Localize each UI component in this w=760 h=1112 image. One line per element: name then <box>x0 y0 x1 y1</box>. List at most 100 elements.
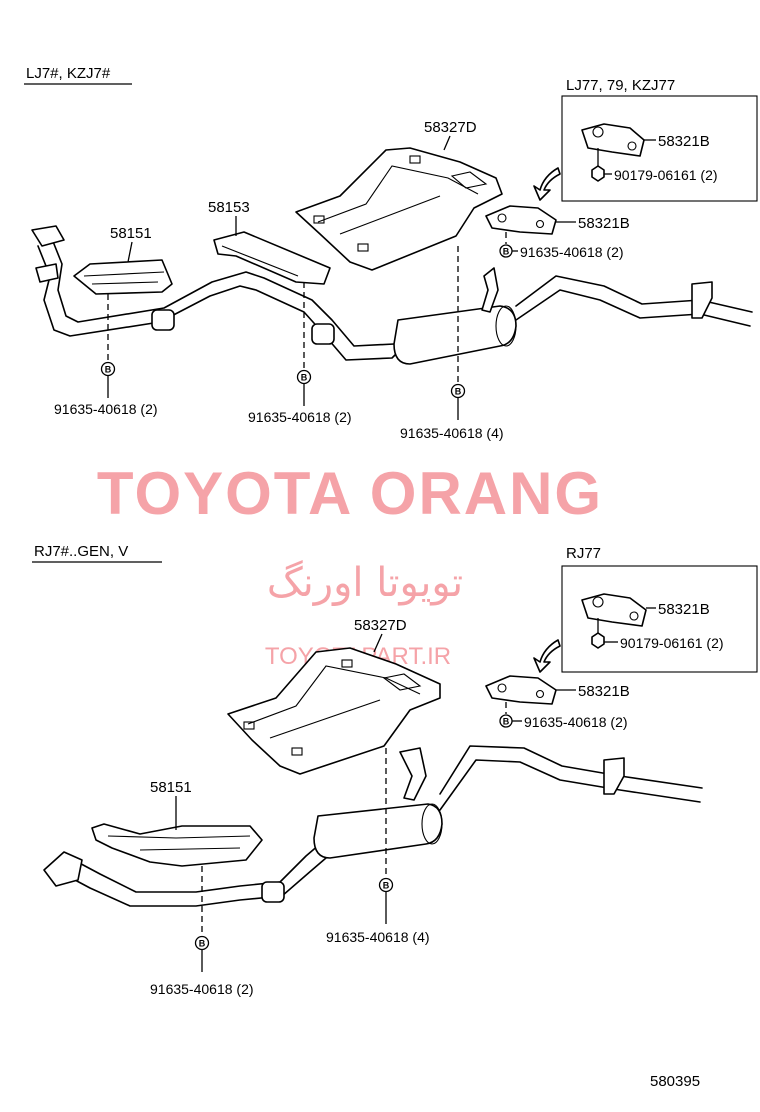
top-section: LJ7#, KZJ7# LJ77, 79, KZJ77 58321B 90179… <box>24 65 758 441</box>
top-58327d-label: 58327D <box>424 119 477 136</box>
bottom-58327d-leader <box>373 633 383 653</box>
top-bracket-hole <box>497 213 507 223</box>
bottom-insulator-58327d <box>227 647 441 775</box>
bottom-inset-nut-label: 90179-06161 (2) <box>620 635 724 651</box>
top-pipe-flange <box>31 225 65 247</box>
top-exhaust-pipe <box>37 245 401 361</box>
top-model-label: LJ7#, KZJ7# <box>26 65 111 82</box>
bottom-muffler <box>313 803 443 859</box>
bottom-insulator-slot <box>341 659 353 668</box>
bottom-insulator-tab <box>382 673 422 691</box>
bolt-symbol: B <box>383 881 390 891</box>
top-insulator-58327d <box>295 147 503 271</box>
bottom-insulator-slot <box>243 721 255 730</box>
bottom-inset-box <box>561 565 758 673</box>
bolt-symbol: B <box>503 717 510 727</box>
top-58321b-label: 58321B <box>578 215 630 232</box>
bottom-inset-bracket-hole <box>592 596 604 608</box>
top-insulator-slot <box>357 243 369 252</box>
bolt-symbol: B <box>199 939 206 949</box>
bolt-symbol: B <box>503 247 510 257</box>
top-tail-pipe-edge <box>515 275 753 313</box>
bottom-pipe-clamp <box>261 881 285 903</box>
bottom-insulator-slot <box>291 747 303 756</box>
top-inset-nut <box>591 165 605 182</box>
top-58151-label: 58151 <box>110 225 152 242</box>
top-hanger <box>481 267 499 313</box>
top-58153-label: 58153 <box>208 199 250 216</box>
bolt-symbol: B <box>301 373 308 383</box>
bottom-model-label: RJ7#..GEN, V <box>34 543 128 560</box>
bottom-58151-fold <box>107 835 251 839</box>
top-muffler <box>393 305 517 365</box>
bottom-58151-label: 58151 <box>150 779 192 796</box>
bottom-inset-nut <box>591 632 605 649</box>
top-inset-nut-label: 90179-06161 (2) <box>614 167 718 183</box>
bottom-inset-label: RJ77 <box>566 545 601 562</box>
top-pipe-clamp <box>311 323 335 345</box>
top-58327d-bolt-icon <box>450 383 466 399</box>
bottom-58151-fold <box>139 847 241 851</box>
bottom-inset-58321b-label: 58321B <box>658 601 710 618</box>
top-insulator-fold <box>339 195 441 235</box>
bottom-section: RJ7#..GEN, V RJ77 58321B 90179-06161 (2)… <box>32 543 758 997</box>
bottom-bracket-hole <box>497 683 507 693</box>
bottom-arrow-icon <box>533 639 561 673</box>
bottom-tail-pipe <box>439 759 701 811</box>
top-pipe-flex <box>35 263 59 283</box>
bottom-58327d-bolt-icon <box>378 877 394 893</box>
diagram-code: 580395 <box>650 1073 700 1090</box>
bottom-tail-hanger <box>603 757 625 795</box>
top-bracket-bolt-label: 91635-40618 (2) <box>520 244 624 260</box>
bottom-58151-bolt-icon <box>194 935 210 951</box>
top-insulator-slot <box>409 155 421 164</box>
top-inset-58321b-label: 58321B <box>658 133 710 150</box>
bolt-symbol: B <box>105 365 112 375</box>
top-inset-box <box>561 95 758 202</box>
top-insulator-tab <box>450 171 488 189</box>
top-58151-fold <box>83 271 165 277</box>
bottom-58327d-label: 58327D <box>354 617 407 634</box>
top-58153-fold <box>221 245 299 277</box>
bottom-inset-bracket <box>581 593 647 627</box>
bottom-insulator-fold <box>247 665 421 725</box>
bottom-tail-pipe-edge <box>439 745 703 795</box>
top-58327d-bolt-label: 91635-40618 (4) <box>400 425 504 441</box>
bottom-hanger <box>399 747 427 801</box>
top-inset-bracket <box>581 123 645 157</box>
top-tail-pipe <box>515 289 751 327</box>
top-insulator-slot <box>313 215 325 224</box>
top-insulator-58151 <box>73 259 173 295</box>
top-tail-hanger <box>691 281 713 319</box>
top-muffler-end <box>495 305 517 347</box>
top-58327d-leader <box>443 135 451 151</box>
top-58151-bolt-label: 91635-40618 (2) <box>54 401 158 417</box>
bottom-58327d-bolt-label: 91635-40618 (4) <box>326 929 430 945</box>
top-inset-label: LJ77, 79, KZJ77 <box>566 77 675 94</box>
bottom-bracket-hole <box>535 689 545 699</box>
bottom-insulator-58151 <box>91 823 263 867</box>
bottom-bracket-58321b <box>485 675 557 705</box>
bottom-inset-bracket-hole <box>629 611 639 621</box>
watermark-brand: TOYOTA ORANG <box>97 460 603 527</box>
top-58153-bolt-icon <box>296 369 312 385</box>
top-exhaust-pipe-edge <box>49 233 395 347</box>
top-insulator-58153 <box>213 231 331 285</box>
top-pipe-clamp <box>151 309 175 331</box>
top-bracket-hole <box>535 219 545 229</box>
bottom-58321b-label: 58321B <box>578 683 630 700</box>
watermark-persian: تویوتا اورنگ <box>267 560 463 606</box>
bolt-symbol: B <box>455 387 462 397</box>
bottom-bracket-bolt-label: 91635-40618 (2) <box>524 714 628 730</box>
top-58151-bolt-icon <box>100 361 116 377</box>
top-insulator-fold <box>317 165 479 223</box>
top-58151-fold <box>91 281 159 285</box>
top-bracket-58321b <box>485 205 557 235</box>
bottom-pipe-flange <box>43 851 83 887</box>
top-58153-bolt-label: 91635-40618 (2) <box>248 409 352 425</box>
top-58151-leader <box>127 241 133 263</box>
top-inset-bracket-hole <box>627 141 637 151</box>
top-inset-bracket-hole <box>592 126 604 138</box>
bottom-muffler-end <box>421 803 443 845</box>
